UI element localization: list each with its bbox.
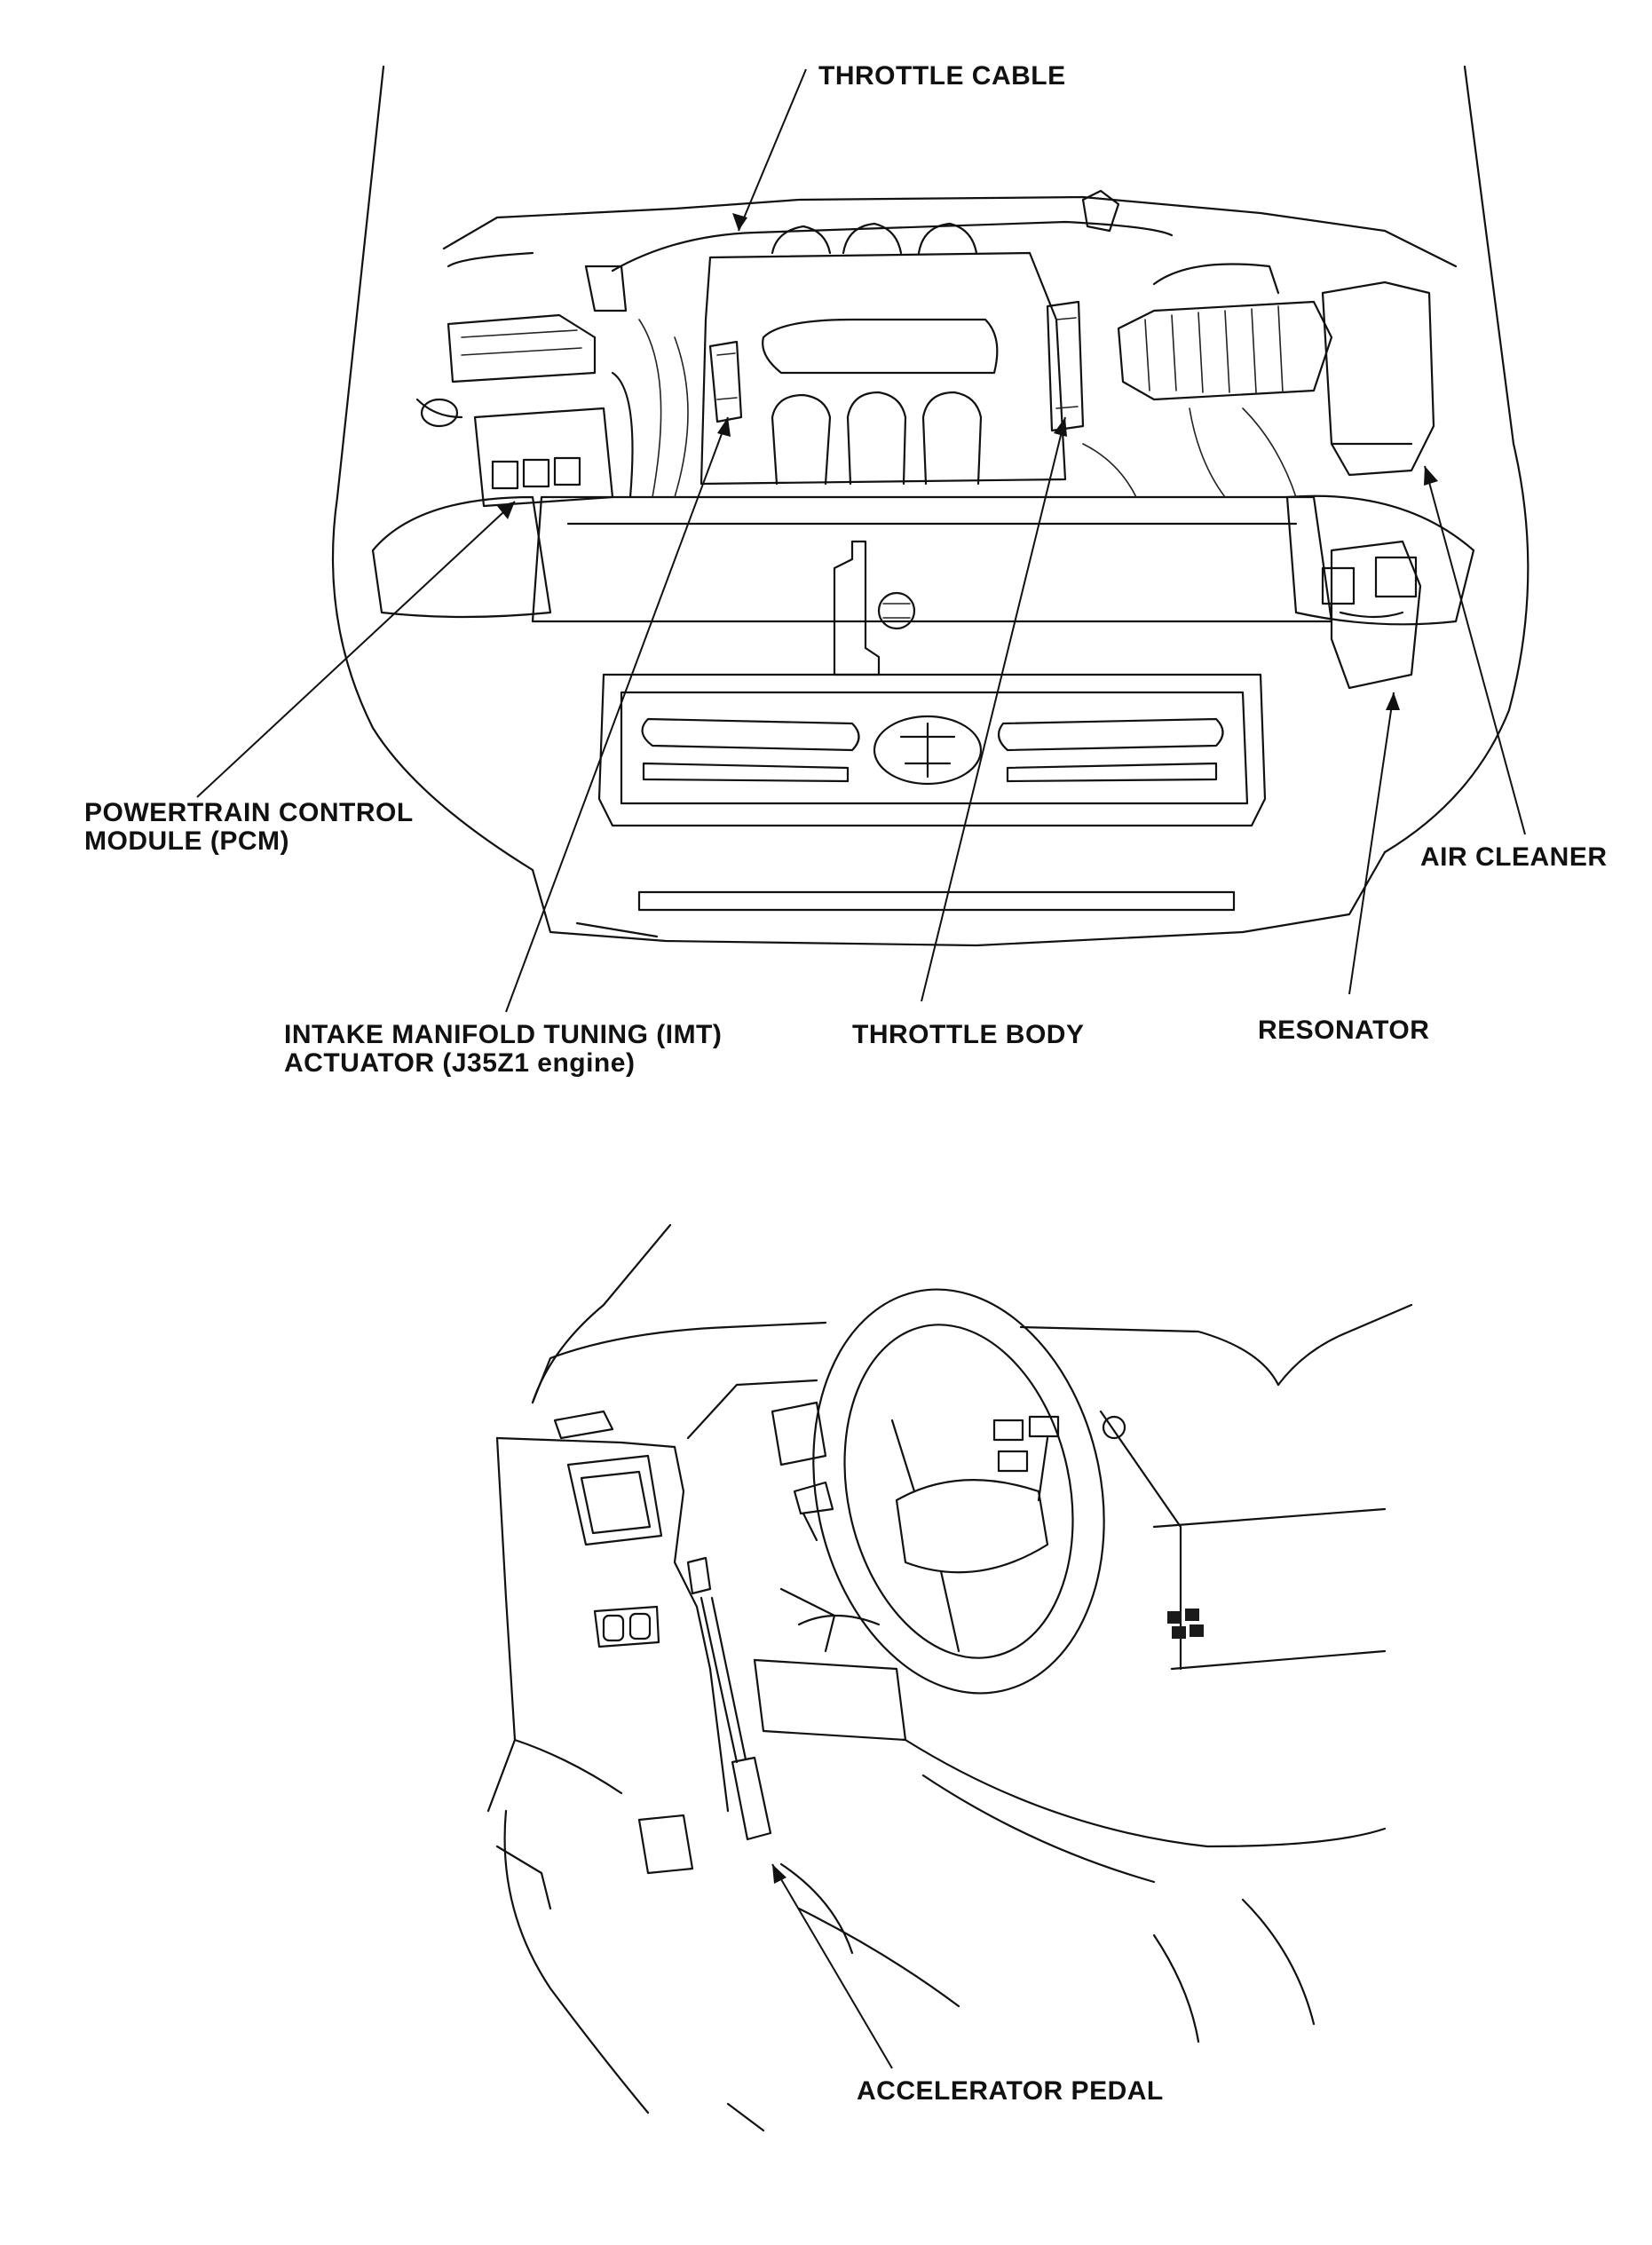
engine-bay-illustration [331,65,1529,947]
resonator-label: RESONATOR [1258,1016,1429,1045]
imt-actuator-label: INTAKE MANIFOLD TUNING (IMT) ACTUATOR (J… [284,1021,722,1078]
air-cleaner-label: AIR CLEANER [1420,843,1608,872]
engine-leaders [196,68,1526,1013]
throttle-cable-label-text: THROTTLE CABLE [818,61,1066,91]
pcm-label-line2: MODULE (PCM) [84,826,289,856]
throttle-body-label-text: THROTTLE BODY [852,1020,1085,1049]
cabin-illustration [486,1223,1413,2132]
accelerator-pedal-label: ACCELERATOR PEDAL [857,2077,1164,2106]
throttle-cable-label: THROTTLE CABLE [818,62,1066,91]
cabin-leaders [771,1863,893,2069]
throttle-body-label: THROTTLE BODY [852,1021,1085,1049]
pcm-label-line1: POWERTRAIN CONTROL [84,798,414,827]
connector-part [1167,1609,1204,1639]
pcm-label: POWERTRAIN CONTROL MODULE (PCM) [84,799,414,856]
resonator-label-text: RESONATOR [1258,1016,1430,1045]
accelerator-pedal-label-text: ACCELERATOR PEDAL [857,2076,1164,2106]
imt-actuator-label-line1: INTAKE MANIFOLD TUNING (IMT) [284,1020,723,1049]
imt-actuator-label-line2: ACTUATOR (J35Z1 engine) [284,1048,636,1078]
air-cleaner-label-text: AIR CLEANER [1420,842,1608,872]
